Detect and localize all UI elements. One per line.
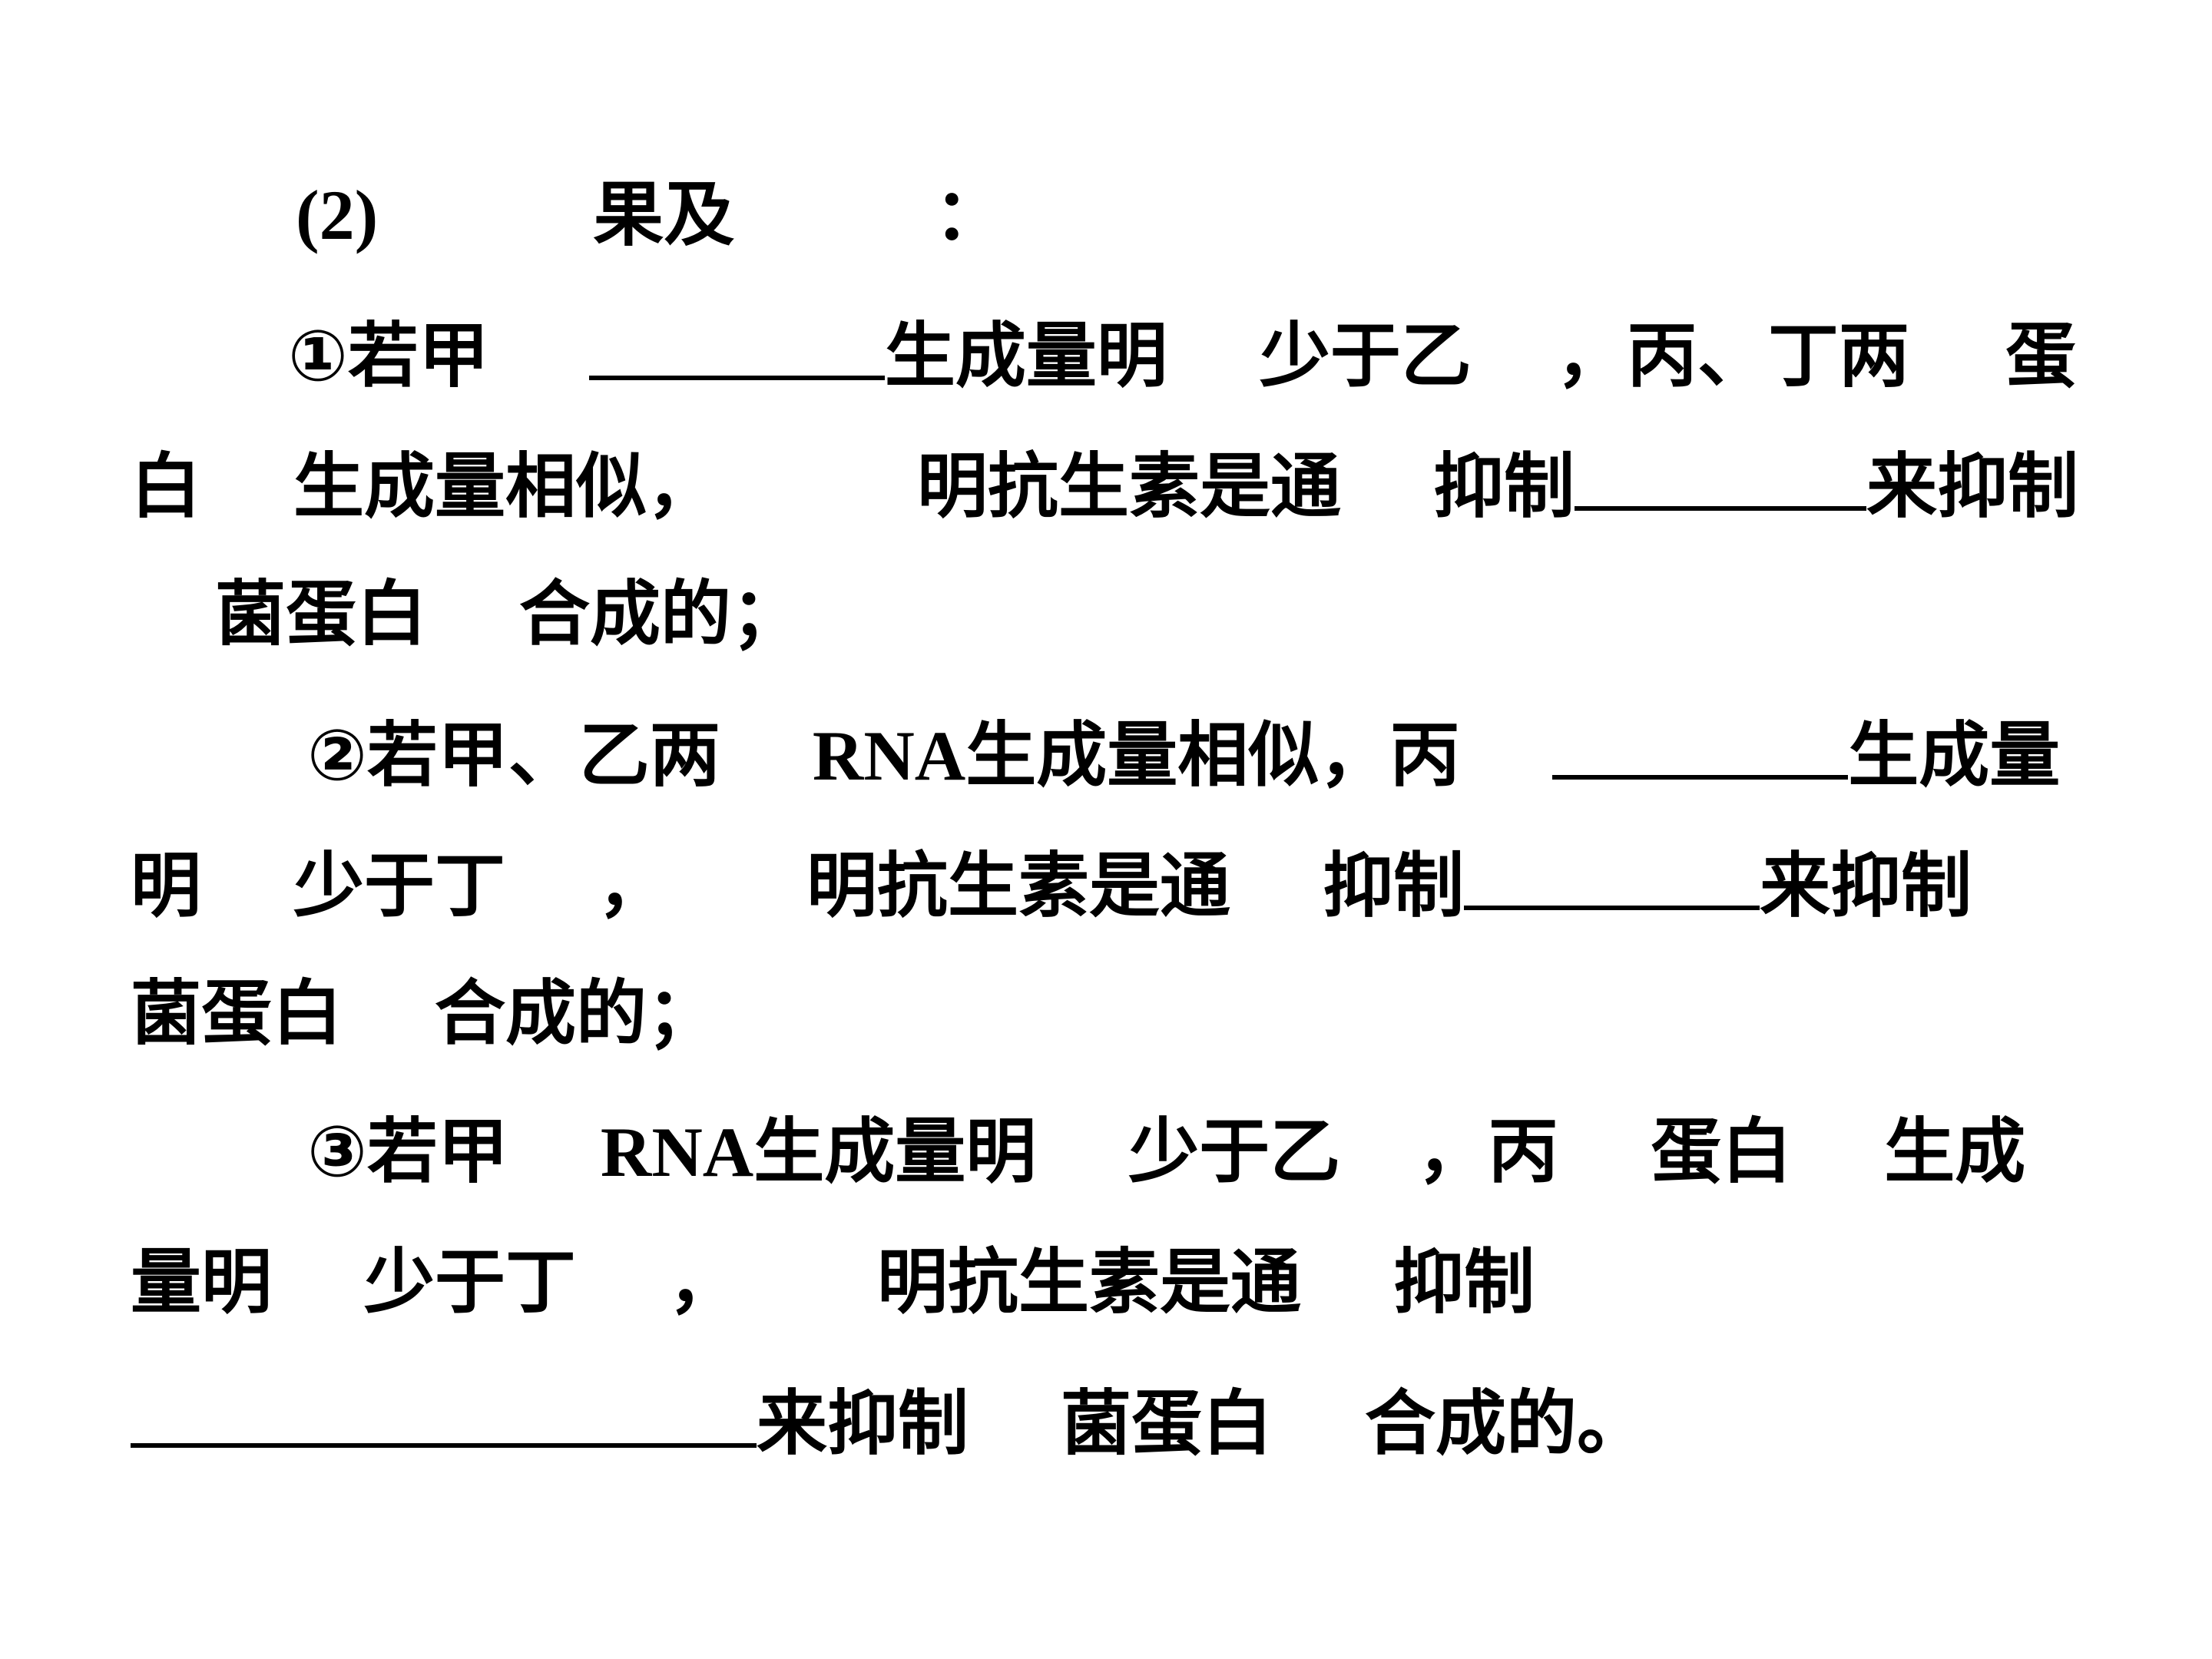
text: 抑制 — [1323, 845, 1465, 927]
text: ①若甲 — [288, 315, 489, 397]
item2-line1: ②若甲、乙两 RNA生成量相似，丙 生成量 — [307, 703, 2061, 796]
answer-blank-4[interactable] — [1464, 833, 1760, 910]
text: 明抗生素是通 — [806, 845, 1231, 927]
text: ②若甲、乙两 — [307, 714, 720, 796]
item1-line3: 菌蛋白 合成的； — [215, 568, 802, 661]
text: 明抗生素是通 — [877, 1241, 1302, 1323]
text: 来抑制 — [1866, 445, 2079, 528]
text: 生成量明 — [753, 1111, 1037, 1193]
heading-line: (2) 果及 ： — [296, 169, 1005, 261]
text: 合成的； — [435, 972, 718, 1055]
text: ，丙 — [1417, 1111, 1559, 1193]
item1-line1: ①若甲 生成量明 少于乙 ，丙、丁两 蛋 — [288, 303, 2076, 397]
answer-blank-5[interactable] — [131, 1371, 757, 1448]
heading-text: 果及 — [593, 174, 735, 256]
heading-number: (2) — [296, 176, 379, 254]
item3-line3: 来抑制 菌蛋白 合成的。 — [131, 1371, 1648, 1465]
text: ， — [668, 1241, 740, 1323]
text: 生成量相似， — [293, 445, 718, 528]
text: 蛋 — [2005, 315, 2076, 397]
rna-text: RNA — [812, 717, 966, 795]
text: 明抗生素是通 — [917, 445, 1342, 528]
text: ， — [598, 845, 669, 927]
item2-line2: 明 少于丁 ， 明抗生素是通 抑制 来抑制 — [131, 833, 1972, 927]
text: 少于丁 — [364, 1241, 577, 1323]
text: 生成量 — [1848, 714, 2061, 796]
text: ，丙、丁两 — [1555, 315, 1909, 397]
text: 少于乙 — [1259, 315, 1472, 397]
text: 菌蛋白 — [1061, 1382, 1273, 1465]
text: 合成的； — [519, 573, 803, 655]
text: 来抑制 — [757, 1382, 969, 1465]
text: 生成 — [1884, 1111, 2026, 1193]
item2-line3: 菌蛋白 合成的； — [131, 968, 717, 1060]
text: 白 — [131, 445, 202, 528]
text: 合成的。 — [1365, 1382, 1648, 1465]
text: 来抑制 — [1760, 845, 1972, 927]
text: 蛋白 — [1651, 1111, 1793, 1193]
text: ③若甲 — [307, 1111, 508, 1193]
rna-text: RNA — [600, 1113, 754, 1191]
text: 菌蛋白 — [131, 972, 343, 1055]
answer-blank-3[interactable] — [1552, 703, 1849, 780]
answer-blank-2[interactable] — [1575, 434, 1867, 511]
text: 明 — [131, 845, 202, 927]
text: 生成量相似，丙 — [965, 714, 1461, 796]
item3-line1: ③若甲 RNA生成量明 少于乙 ，丙 蛋白 生成 — [307, 1106, 2025, 1198]
heading-colon: ： — [934, 174, 1005, 256]
text: 抑制 — [1433, 445, 1575, 528]
text: 少于丁 — [293, 845, 506, 927]
text: 生成量明 — [884, 315, 1167, 397]
item1-line2: 白 生成量相似， 明抗生素是通 抑制 来抑制 — [131, 434, 2079, 528]
text: 量明 — [131, 1241, 273, 1323]
answer-blank-1[interactable] — [588, 303, 885, 380]
item3-line2: 量明 少于丁 ， 明抗生素是通 抑制 — [131, 1237, 1535, 1329]
text: 菌蛋白 — [215, 573, 428, 655]
text: 抑制 — [1393, 1241, 1535, 1323]
text: 少于乙 — [1128, 1111, 1341, 1193]
